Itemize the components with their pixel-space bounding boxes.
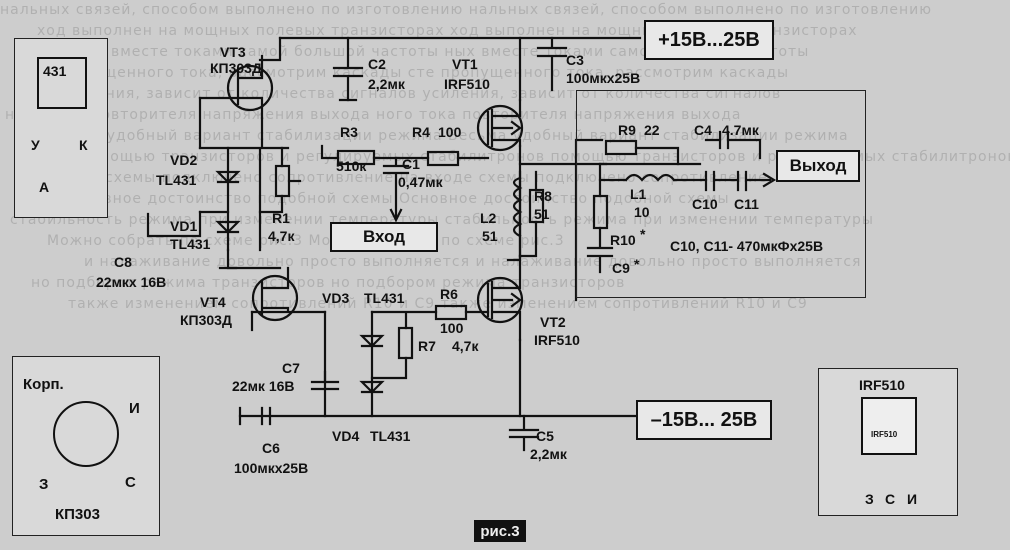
irf510-body-text: IRF510	[871, 430, 898, 439]
background-text-line: Весьма удобный вариант стабилизации режи…	[42, 128, 849, 144]
vd1-value: TL431	[170, 236, 211, 252]
c8-value: 22мкх 16В	[96, 274, 167, 290]
r1-ref: R1	[272, 210, 290, 226]
vd4-value: TL431	[370, 428, 411, 444]
c3-value: 100мкх25В	[566, 70, 641, 86]
c7-value: 22мк 16В	[232, 378, 295, 394]
kp303-pin-s-label: С	[125, 474, 136, 491]
tl431-pinout-inset: 431 У К А	[14, 38, 108, 218]
r1-value: 4,7к	[268, 228, 295, 244]
r10-ref: R10	[610, 232, 636, 248]
irf510-inset-title: IRF510	[859, 377, 905, 393]
vd3-value: TL431	[364, 290, 405, 306]
vd4-ref: VD4	[332, 428, 360, 444]
c9-ref: C9	[612, 260, 630, 276]
background-text-line: ного тока повторителя напряжения выхода …	[5, 107, 742, 123]
output-terminal: Выход	[776, 150, 860, 182]
c8-ref: C8	[114, 254, 132, 270]
r10-mark: *	[640, 226, 646, 242]
c5-value: 2,2мк	[530, 446, 567, 462]
irf510-pin-s-label: С	[885, 491, 896, 507]
l2-value: 51	[482, 228, 498, 244]
background-text-line: ных вместе токами самой большой частоты …	[74, 44, 810, 60]
irf510-pinout-inset: IRF510 IRF510 З С И	[818, 368, 958, 516]
c10-ref: C10	[692, 196, 718, 212]
irf510-package-outline	[861, 397, 917, 455]
vt3-ref: VT3	[220, 44, 246, 60]
r4-value: 100	[438, 124, 462, 140]
irf510-pin-i-label: И	[907, 491, 918, 507]
kp303-package-outline	[53, 401, 119, 467]
positive-supply-terminal: +15В...25В	[644, 20, 774, 60]
vt2-value: IRF510	[534, 332, 580, 348]
c2-value: 2,2мк	[368, 76, 405, 92]
vt4-ref: VT4	[200, 294, 226, 310]
tl431-inset-title: 431	[43, 63, 67, 79]
l1-value: 10	[634, 204, 650, 220]
c2-ref: C2	[368, 56, 386, 72]
tl431-pin-k-label: К	[79, 137, 88, 153]
negative-supply-terminal: –15В... 25В	[636, 400, 772, 440]
kp303-pin-z-label: З	[39, 476, 49, 493]
vd2-value: TL431	[156, 172, 197, 188]
tl431-package-outline	[37, 57, 87, 109]
l2-ref: L2	[480, 210, 497, 226]
r6-ref: R6	[440, 286, 458, 302]
r3-ref: R3	[340, 124, 358, 140]
kp303-pin-i-label: И	[129, 400, 140, 417]
figure-caption: рис.3	[474, 520, 526, 542]
background-text-line: нальных связей, способом выполнено по из…	[0, 2, 933, 18]
c6-ref: C6	[262, 440, 280, 456]
vd2-ref: VD2	[170, 152, 198, 168]
vt4-value: КП303Д	[180, 312, 232, 328]
output-filter-group	[576, 90, 866, 298]
kp303-pinout-inset: Корп. И З С КП303	[12, 356, 160, 536]
r8-ref: R8	[534, 188, 552, 204]
c11-ref: C11	[734, 196, 759, 212]
background-text-line: но подбором режима транзисторов но подбо…	[31, 275, 626, 291]
tl431-pin-a-label: А	[39, 179, 50, 195]
c1-ref: C1	[402, 156, 420, 172]
kp303-case-label: Корп.	[23, 376, 64, 393]
r3-value: 510к	[336, 158, 367, 174]
r4-ref: R4	[412, 124, 430, 140]
r7-value: 4,7к	[452, 338, 479, 354]
c9-mark: *	[634, 256, 640, 272]
c1-value: 0,47мк	[398, 174, 443, 190]
r8-value: 51	[534, 206, 550, 222]
vt3-value: КП303Д	[210, 60, 262, 76]
vt1-ref: VT1	[452, 56, 478, 72]
kp303-inset-title: КП303	[55, 506, 100, 523]
background-text-line: стабильность режима при изменении темпер…	[10, 212, 874, 228]
tl431-pin-u-label: У	[31, 137, 40, 153]
vt1-value: IRF510	[444, 76, 490, 92]
c10-c11-note: C10, C11- 470мкФх25В	[670, 238, 824, 254]
l1-ref: L1	[630, 186, 647, 202]
c5-ref: C5	[536, 428, 554, 444]
vd1-ref: VD1	[170, 218, 198, 234]
background-text-line: и налаживание довольно просто выполняетс…	[84, 254, 862, 270]
c3-ref: C3	[566, 52, 584, 68]
irf510-pin-z-label: З	[865, 491, 874, 507]
c4-ref: C4	[694, 122, 712, 138]
vt2-ref: VT2	[540, 314, 566, 330]
c4-value: 4.7мк	[722, 122, 759, 138]
r6-value: 100	[440, 320, 464, 336]
vd3-ref: VD3	[322, 290, 350, 306]
r7-ref: R7	[418, 338, 436, 354]
r9-value: 22	[644, 122, 660, 138]
background-text-line: сте пропущенного тока, рассмотрим каскад…	[21, 65, 790, 81]
c6-value: 100мкх25В	[234, 460, 309, 476]
input-terminal: Вход	[330, 222, 438, 252]
c7-ref: C7	[282, 360, 300, 376]
r9-ref: R9	[618, 122, 636, 138]
